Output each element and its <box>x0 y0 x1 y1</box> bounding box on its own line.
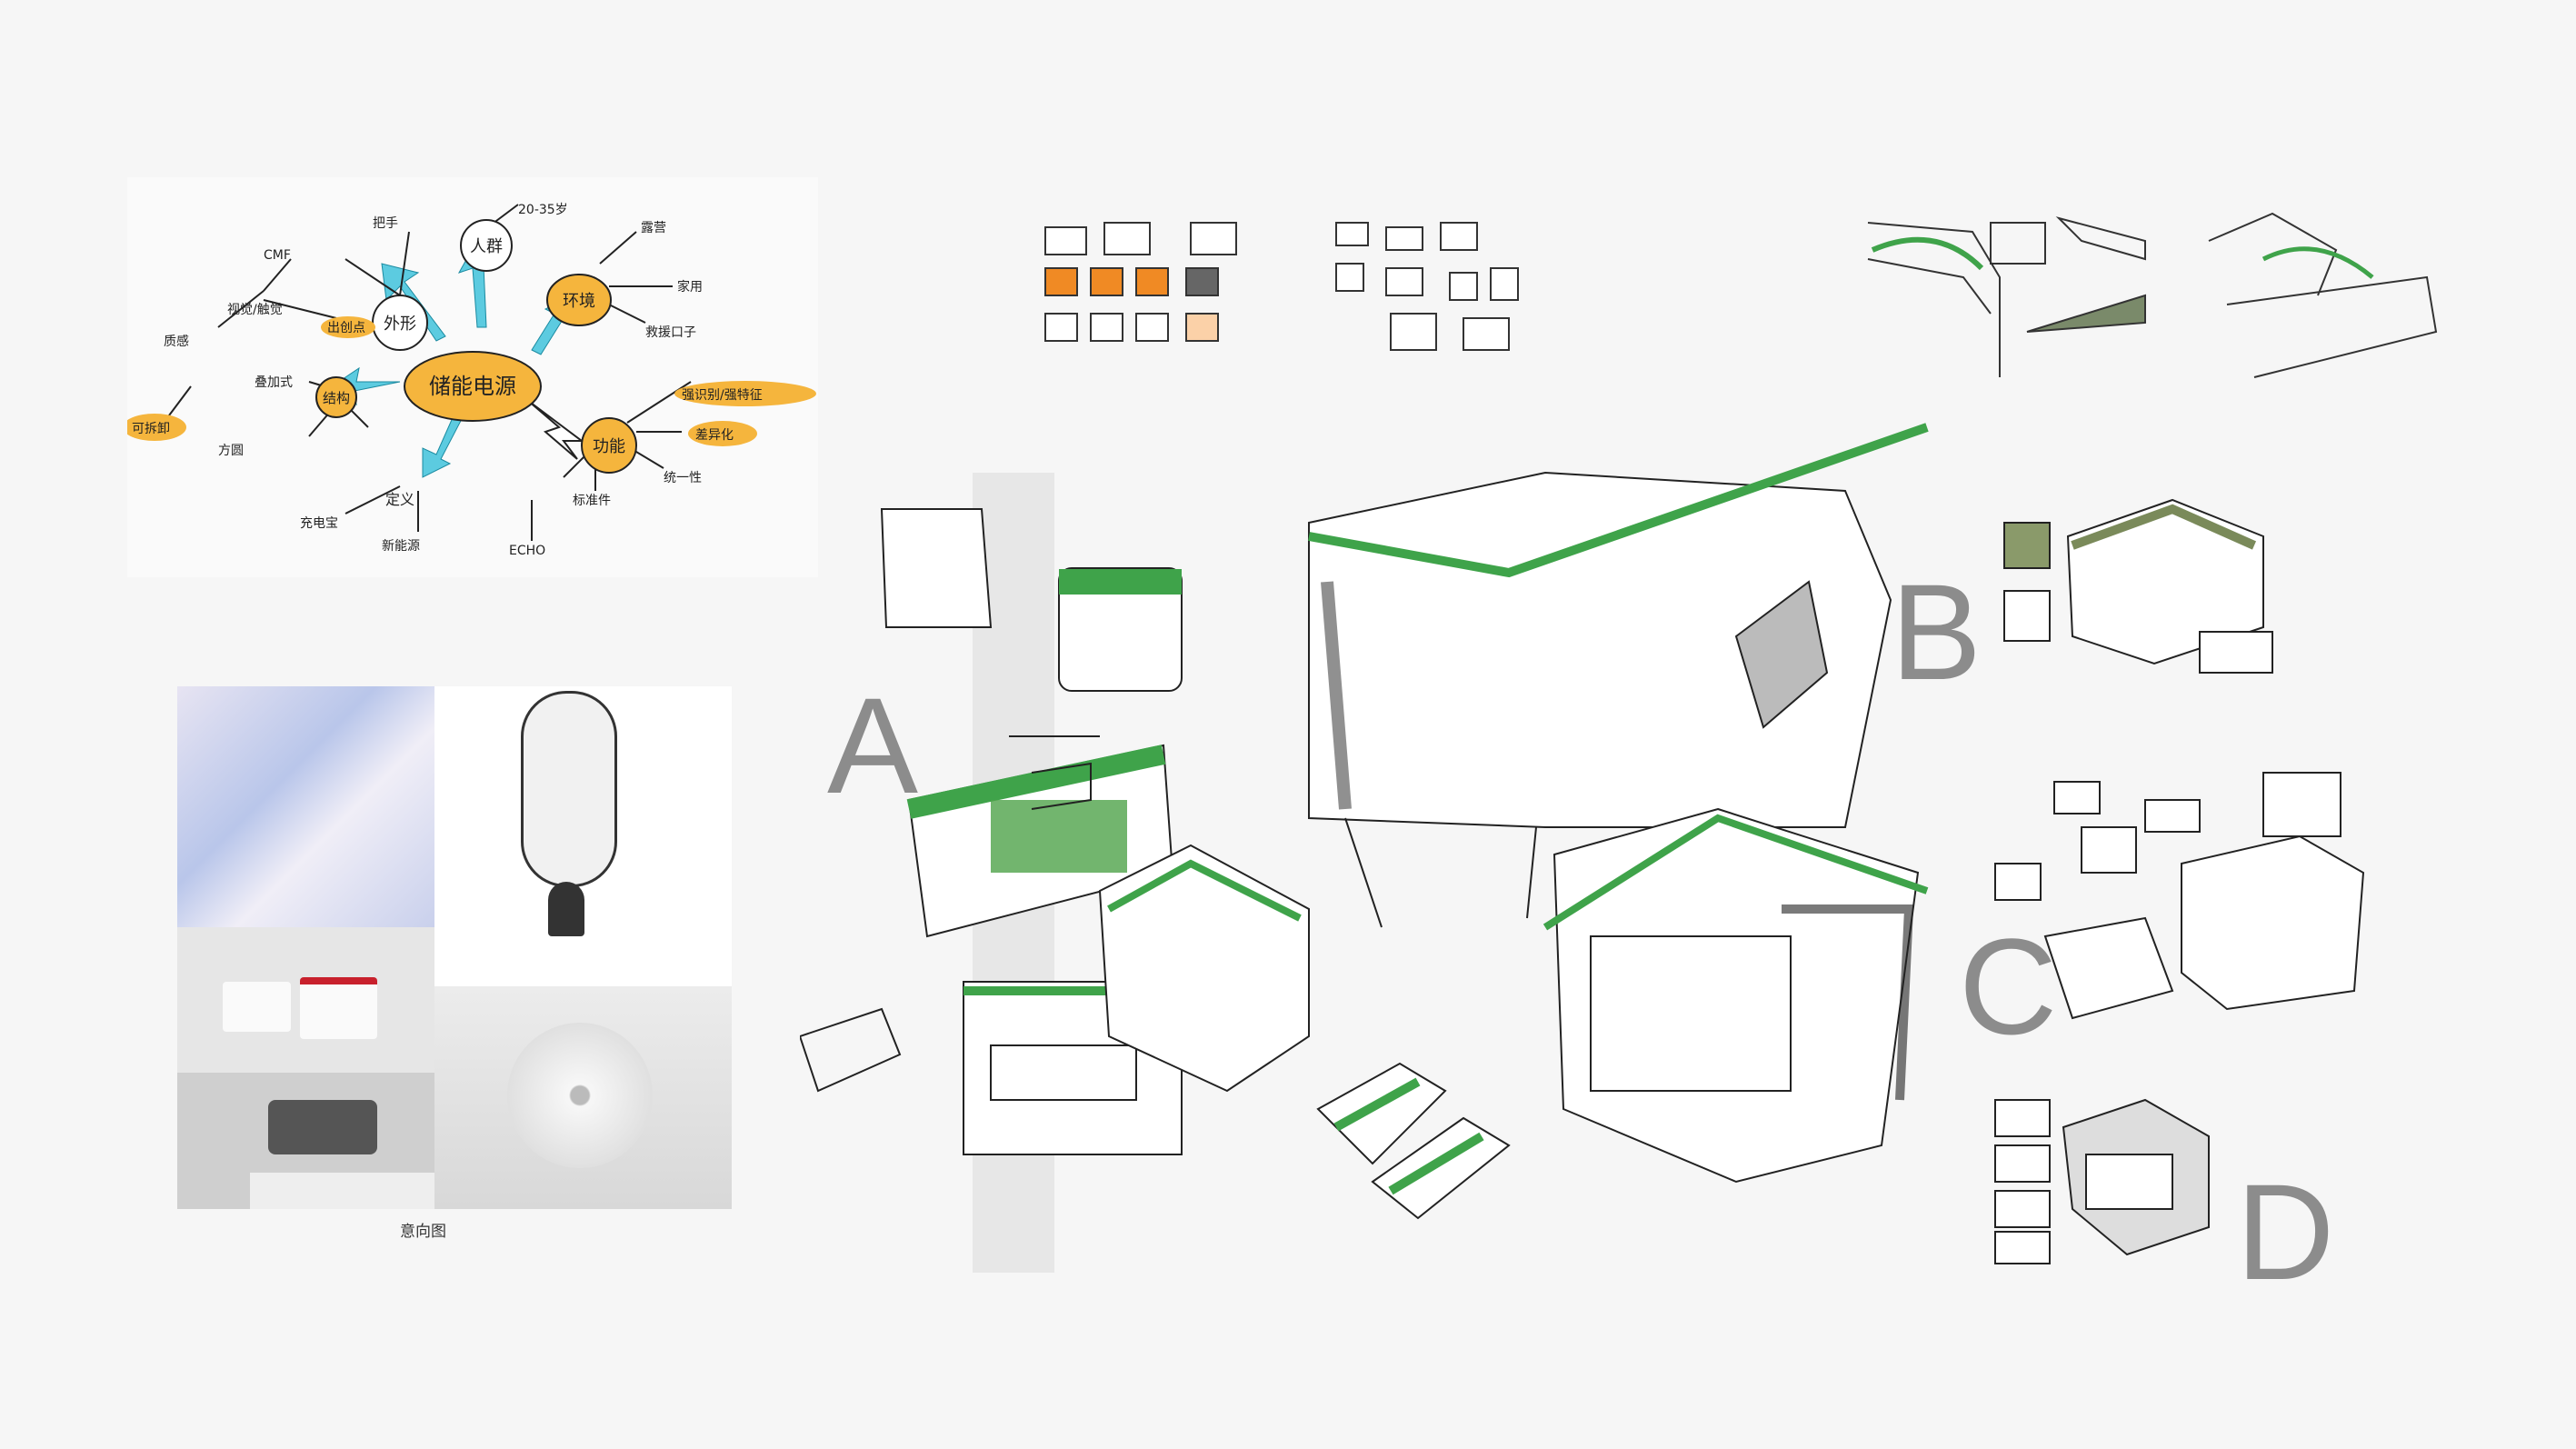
mindmap-leaf: 差异化 <box>695 428 734 443</box>
mindmap-leaf: 充电宝 <box>300 516 338 531</box>
mindmap-node: 结构 <box>323 390 350 406</box>
mindmap-leaf: ECHO <box>509 544 545 558</box>
mindmap-leaf: 家用 <box>677 279 703 295</box>
mindmap-leaf: 标准件 <box>573 494 611 508</box>
concept-label-c: C <box>1959 910 2058 1063</box>
speaker-image <box>177 1073 434 1209</box>
concept-label-b: B <box>1891 555 1982 708</box>
mindmap-node: 定义 <box>385 491 414 508</box>
main-concept-sketches <box>800 423 1929 1273</box>
mindmap-leaf: 视觉/触觉 <box>227 303 283 317</box>
mindmap-leaf: 20-35岁 <box>518 203 568 217</box>
power-bank-image <box>177 927 434 1073</box>
mindmap-node: 人群 <box>470 237 503 256</box>
mindmap-leaf: 方圆 <box>218 444 244 458</box>
mindmap-leaf: 新能源 <box>382 539 420 554</box>
mindmap-center: 储能电源 <box>429 374 516 399</box>
mindmap-leaf: 强识别/强特征 <box>682 388 763 403</box>
handle-detail-sketches <box>1867 212 2438 378</box>
mindmap-leaf: 救援口子 <box>645 325 696 340</box>
mindmap-leaf: 出创点 <box>327 321 365 335</box>
thumbnail-sketches <box>1044 222 1519 351</box>
mindmap-leaf: 叠加式 <box>255 375 293 390</box>
lamp-image <box>434 686 732 986</box>
mindmap-leaf: 统一性 <box>664 471 702 485</box>
concept-label-d: D <box>2236 1155 2335 1308</box>
moodboard <box>177 686 732 1209</box>
moodboard-caption: 意向图 <box>400 1223 446 1241</box>
concept-label-a: A <box>827 669 919 822</box>
mindmap-node: 外形 <box>384 315 416 334</box>
concept-variants <box>1994 498 2365 1264</box>
wave-image <box>177 686 434 927</box>
mindmap-leaf: 露营 <box>641 221 666 235</box>
mind-map: 储能电源 外形 人群 环境 功能 定义 结构 CMF 视觉/触觉 质感 把手 出… <box>123 177 818 577</box>
mindmap-node: 功能 <box>593 437 625 456</box>
mindmap-leaf: 质感 <box>164 334 189 349</box>
mindmap-leaf: 把手 <box>373 216 398 231</box>
donut-image <box>434 986 732 1209</box>
mindmap-leaf: CMF <box>264 248 291 263</box>
mindmap-leaf: 可拆卸 <box>132 422 170 436</box>
mindmap-node: 环境 <box>563 292 595 311</box>
